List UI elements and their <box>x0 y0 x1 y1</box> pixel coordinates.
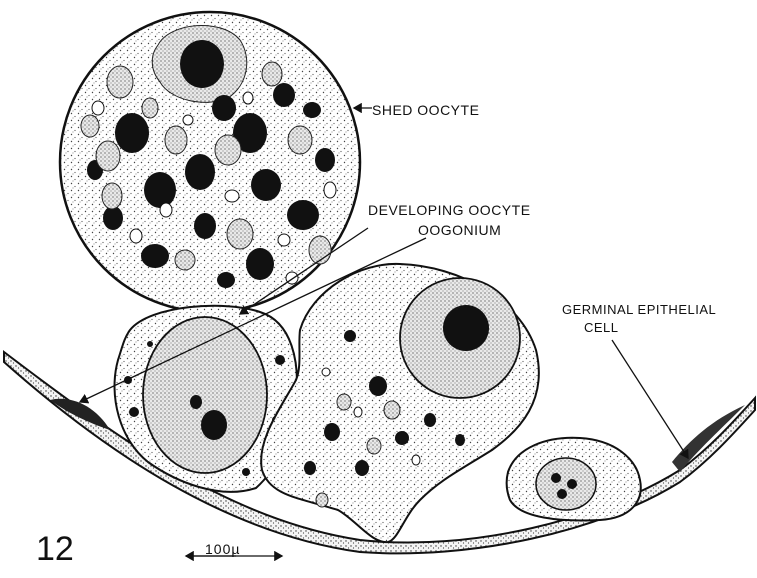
figure-number: 12 <box>36 530 74 569</box>
label-germinal-cell: CELL <box>584 320 619 335</box>
label-shed-oocyte: SHED OOCYTE <box>372 102 479 118</box>
scale-bar-label: 100µ <box>205 541 240 557</box>
oogonium <box>507 438 641 521</box>
germinal-cell-arrow <box>612 340 688 458</box>
label-developing-oocyte: DEVELOPING OOCYTE <box>368 202 531 218</box>
label-germinal-epithelial: GERMINAL EPITHELIAL <box>562 302 716 317</box>
label-oogonium: OOGONIUM <box>418 222 501 238</box>
large-oocyte <box>261 264 539 542</box>
shed-oocyte <box>60 12 360 312</box>
